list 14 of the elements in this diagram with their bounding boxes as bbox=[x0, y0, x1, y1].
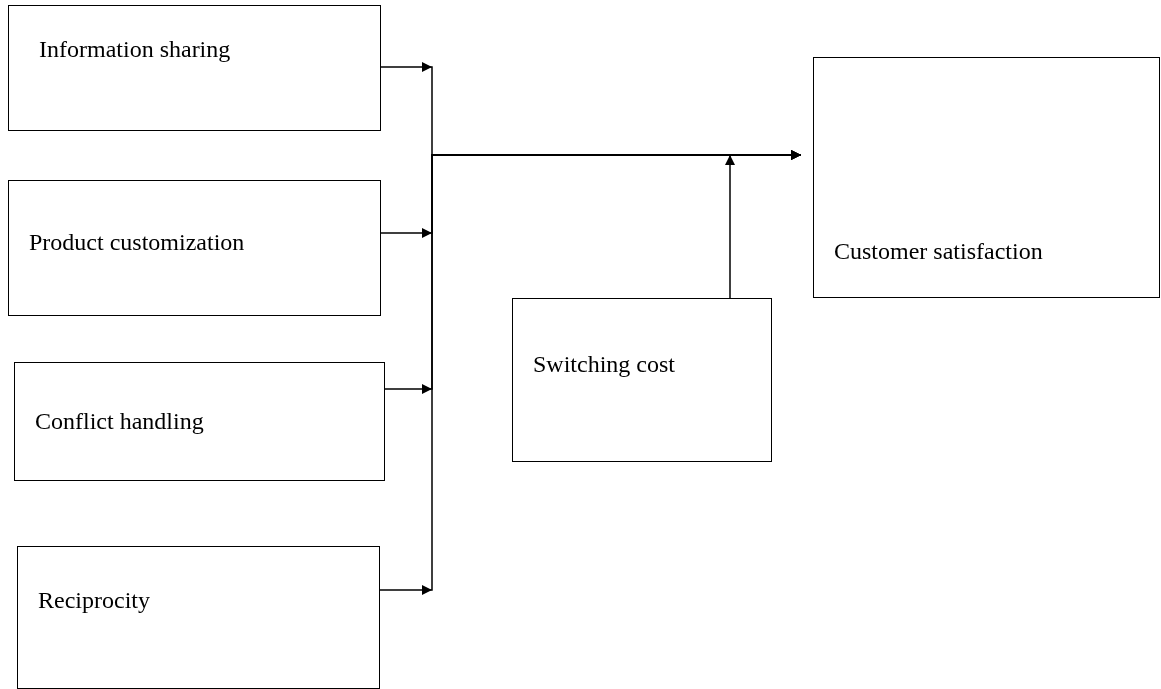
arrow bbox=[379, 150, 802, 591]
box-label: Reciprocity bbox=[38, 587, 150, 614]
box-label: Switching cost bbox=[533, 351, 675, 378]
box-label: Information sharing bbox=[39, 36, 231, 63]
concept-box bbox=[8, 180, 381, 316]
concept-box bbox=[8, 5, 381, 131]
concept-box bbox=[14, 362, 385, 481]
concept-box bbox=[813, 57, 1160, 298]
box-label: Customer satisfaction bbox=[834, 238, 1043, 265]
box-label: Product customization bbox=[29, 229, 245, 256]
concept-box bbox=[17, 546, 380, 689]
arrow bbox=[725, 154, 735, 299]
box-label: Conflict handling bbox=[35, 408, 204, 435]
concept-box bbox=[512, 298, 772, 462]
